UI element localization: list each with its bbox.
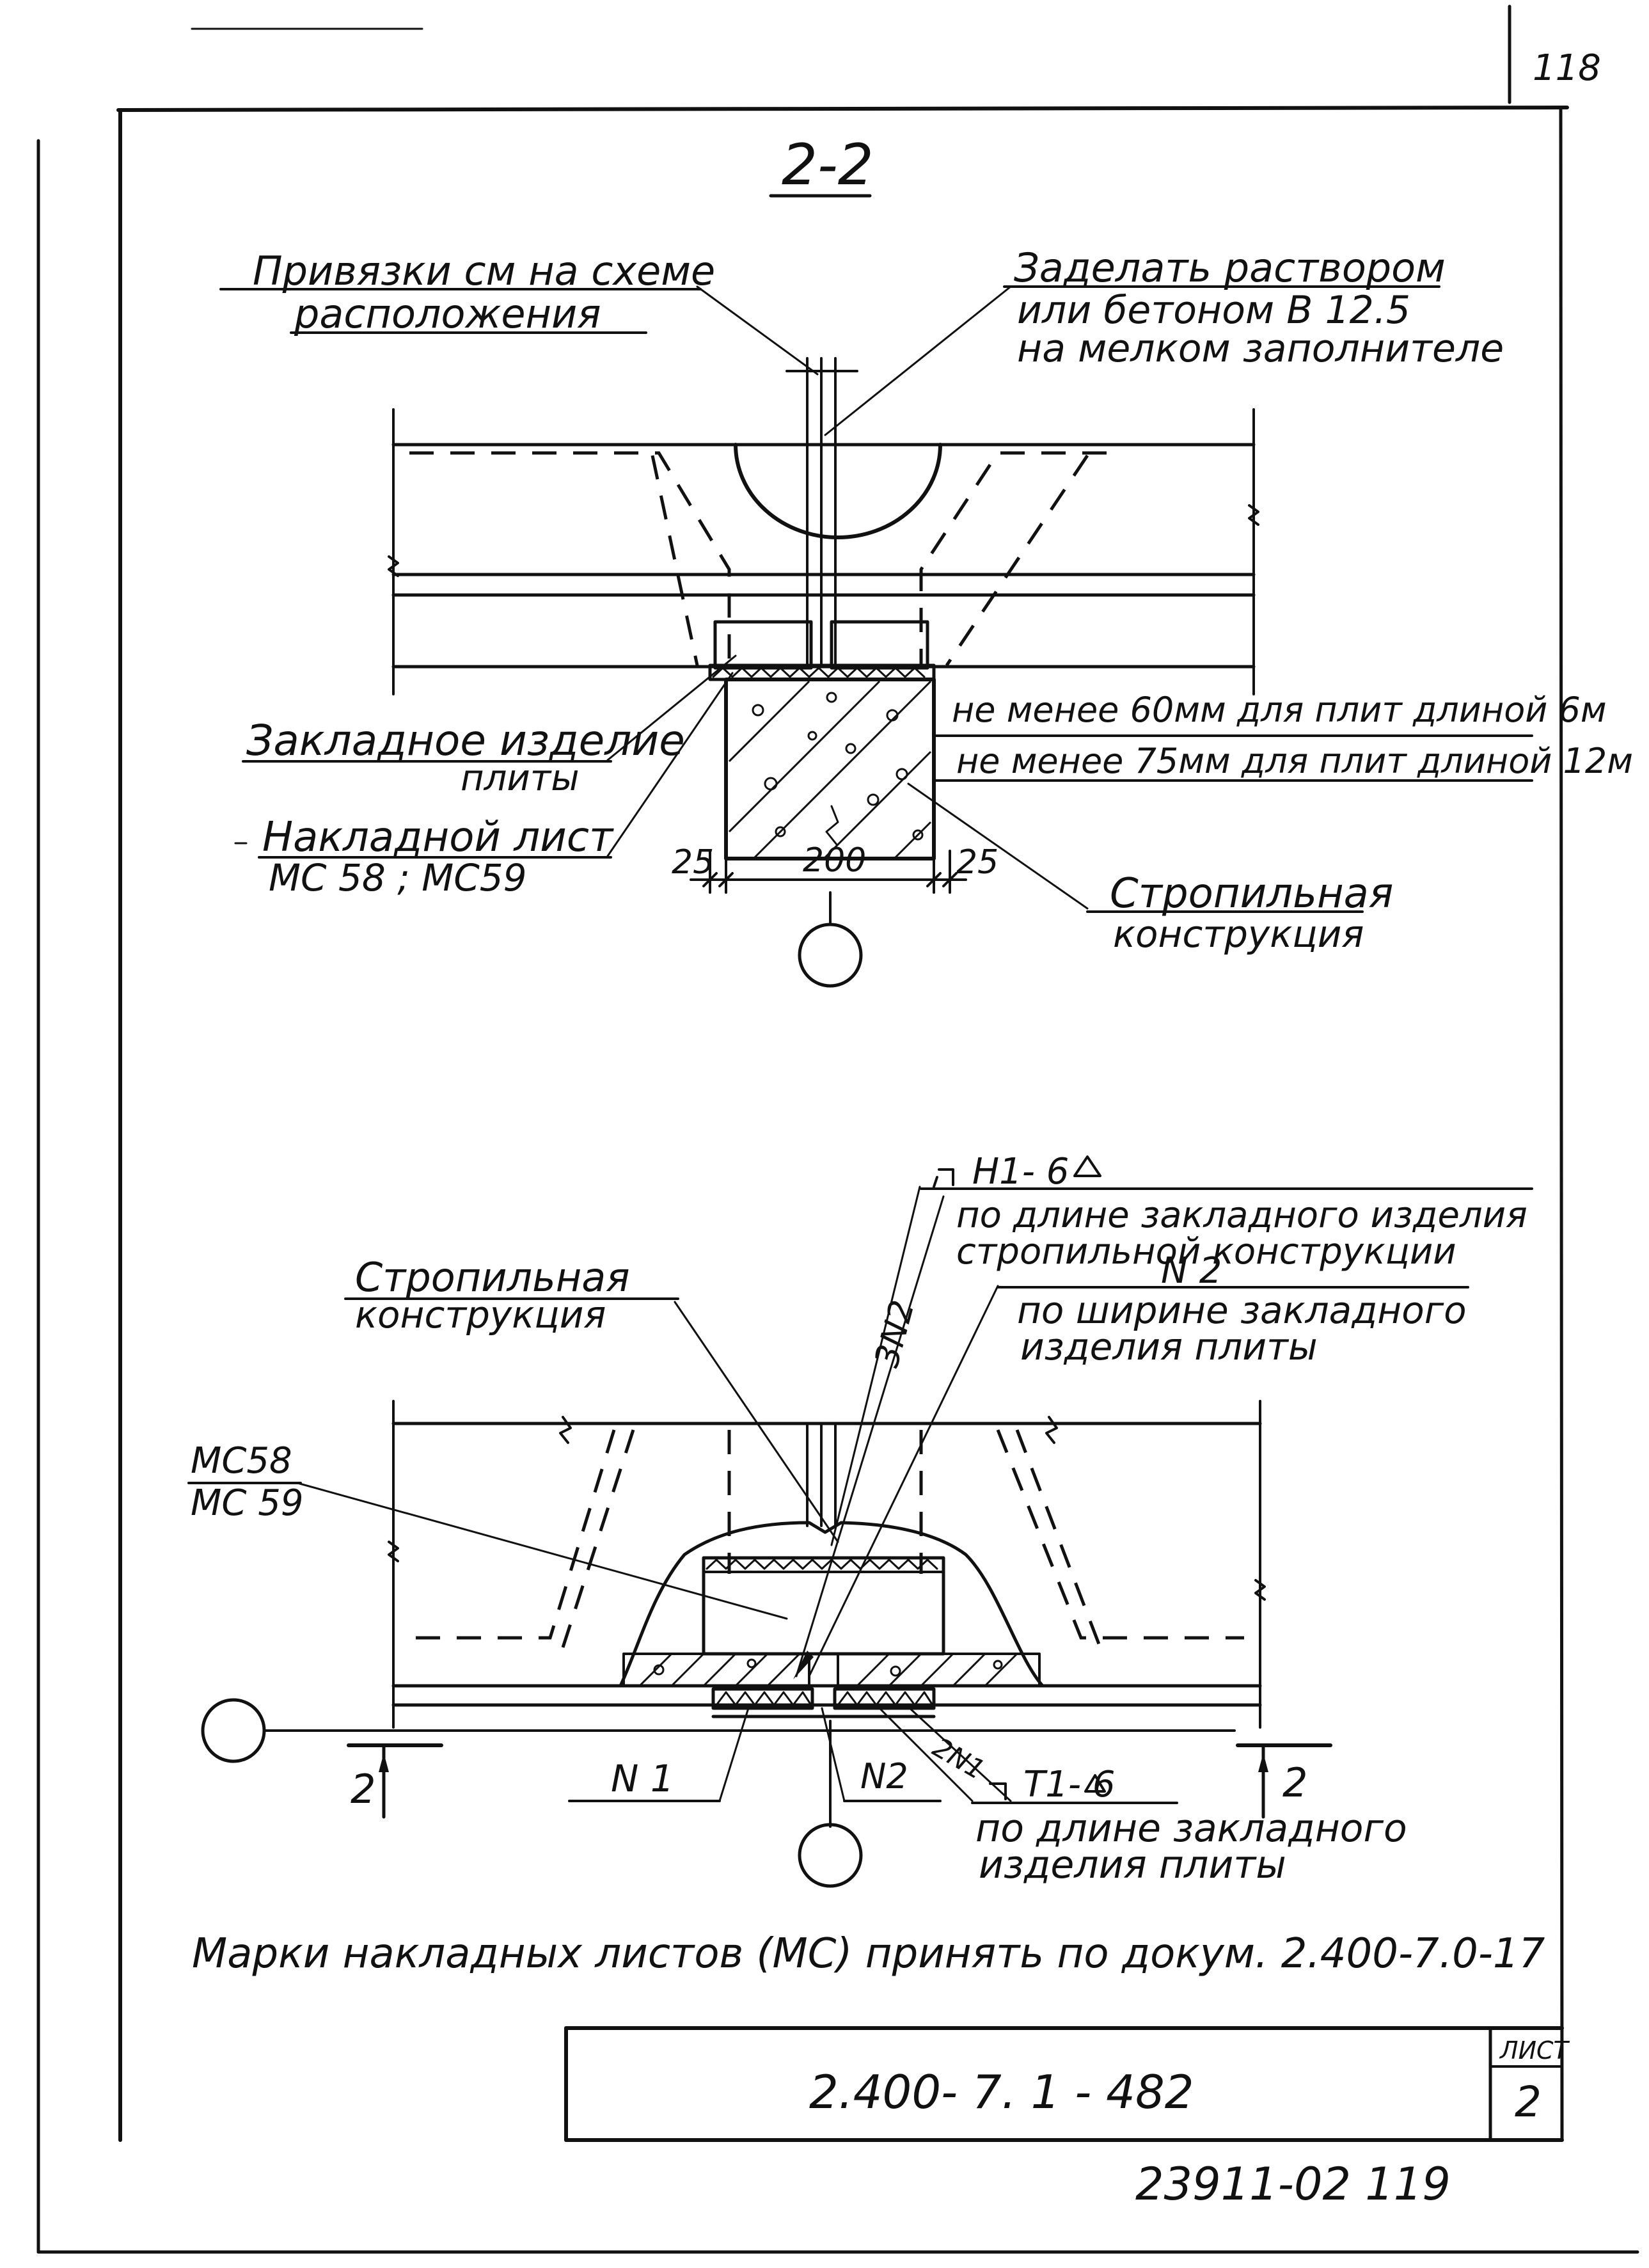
overlay-sheet-marks: МС 58 ; МС59 <box>269 856 527 900</box>
t1-note-line1: по длине закладного <box>975 1806 1407 1851</box>
seal-note-line3: на мелком заполнителе <box>1017 326 1504 371</box>
width-note-line1: по ширине закладного <box>1017 1289 1467 1332</box>
cut-label-right: 2 <box>1282 1759 1307 1806</box>
cut-label-left: 2 <box>351 1766 375 1812</box>
binding-note-line2: расположения <box>294 290 601 337</box>
n2-top-label: N 2 <box>1161 1250 1222 1292</box>
sheet-frame <box>36 4 1639 2254</box>
title-block-code: 2.400- 7. 1 - 482 <box>809 2065 1194 2119</box>
title-block <box>564 2026 1564 2142</box>
rafter-label-plan-sub: конструкция <box>355 1293 606 1336</box>
footnote: Марки накладных листов (МС) принять по д… <box>192 1930 1545 1978</box>
dimension-left: 25 <box>672 843 714 882</box>
n1-label: N 1 <box>611 1757 674 1800</box>
t1-note-line2: изделия плиты <box>979 1843 1286 1887</box>
mc59-label: МС 59 <box>191 1482 303 1524</box>
title-block-sheet-label: ЛИСТ <box>1499 2036 1570 2065</box>
weld-h1-label: H1- 6 <box>972 1151 1069 1193</box>
leader-3n2-label: 3N2 <box>868 1296 922 1371</box>
embedded-item-sub: плиты <box>461 757 580 799</box>
section-2-2-drawing <box>388 285 1259 988</box>
leader-2n1-label: 2N1 <box>927 1731 990 1786</box>
rafter-label-section-sub: конструкция <box>1113 912 1364 956</box>
plan-view-drawing <box>201 1176 1332 1888</box>
dimension-right: 25 <box>956 843 998 882</box>
width-note-line2: изделия плиты <box>1020 1325 1318 1368</box>
embedded-item-label: Закладное изделие <box>246 716 685 765</box>
rafter-label-section: Стропильная <box>1110 870 1393 917</box>
dimension-middle: 200 <box>803 841 866 880</box>
bottom-number: 23911-02 119 <box>1135 2158 1451 2210</box>
weld-h1-note-line2: стропильной конструкции <box>956 1231 1456 1273</box>
binding-note-line1: Привязки см на схеме <box>253 248 715 294</box>
overlay-sheet-label: Накладной лист <box>262 814 614 861</box>
weld-h1-note-line1: по длине закладного изделия <box>956 1194 1527 1236</box>
title-block-sheet-number: 2 <box>1515 2077 1542 2127</box>
min-75-note: не менее 75мм для плит длиной 12м <box>956 741 1633 781</box>
min-60-note: не менее 60мм для плит длиной 6м <box>952 690 1607 730</box>
mc58-label: МС58 <box>191 1440 292 1482</box>
rafter-label-plan: Стропильная <box>355 1254 630 1301</box>
n2-bottom-label: N2 <box>860 1756 908 1796</box>
seal-note-line2: или бетоном В 12.5 <box>1017 288 1410 333</box>
seal-note-line1: Заделать раствором <box>1014 244 1446 291</box>
section-title: 2-2 <box>782 132 874 198</box>
corner-page-number: 118 <box>1533 47 1601 89</box>
